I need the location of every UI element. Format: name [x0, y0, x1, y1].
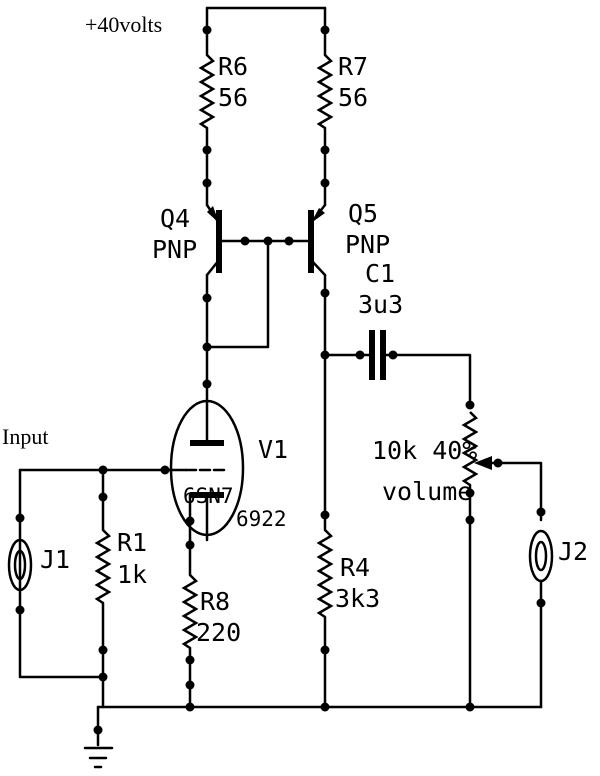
input-section [18, 465, 112, 709]
v1-type-1: 6SN7 [183, 484, 234, 508]
r6-ref: R6 [218, 52, 248, 81]
q5-type: PNP [345, 230, 390, 259]
supply-label: +40volts [85, 12, 162, 37]
j1-ref: J1 [40, 545, 70, 574]
potentiometer-volume [461, 400, 543, 712]
resistor-r8 [181, 538, 199, 712]
ground-bus [93, 705, 543, 747]
q4-type: PNP [152, 235, 197, 264]
jack-j2 [528, 507, 554, 709]
c1-value: 3u3 [358, 290, 403, 319]
r4-value: 3k3 [335, 584, 380, 613]
resistor-r4 [316, 273, 334, 712]
j2-ref: J2 [558, 537, 588, 566]
pot-name: volume [382, 477, 472, 506]
input-label: Input [2, 424, 48, 449]
resistor-r6 [198, 6, 216, 207]
q4-ref: Q4 [160, 204, 190, 233]
v1-ref: V1 [258, 435, 288, 464]
resistor-r7 [316, 6, 334, 207]
r8-value: 220 [196, 618, 241, 647]
capacitor-c1 [323, 330, 472, 402]
r1-value: 1k [117, 560, 147, 589]
r4-ref: R4 [340, 553, 370, 582]
v1-type-2: 6922 [236, 507, 287, 531]
c1-ref: C1 [365, 259, 395, 288]
transistor-q5 [266, 203, 330, 298]
r8-ref: R8 [200, 587, 230, 616]
r6-value: 56 [218, 83, 248, 112]
transistor-q4 [202, 203, 273, 349]
vacuum-tube-v1 [101, 345, 245, 550]
pot-value: 10k 40% [372, 436, 477, 465]
r7-value: 56 [338, 83, 368, 112]
q5-ref: Q5 [348, 199, 378, 228]
r7-ref: R7 [338, 52, 368, 81]
ground-symbol [83, 746, 114, 769]
r1-ref: R1 [117, 528, 147, 557]
jack-j1 [7, 513, 33, 615]
base-feedback-wire [202, 239, 270, 352]
